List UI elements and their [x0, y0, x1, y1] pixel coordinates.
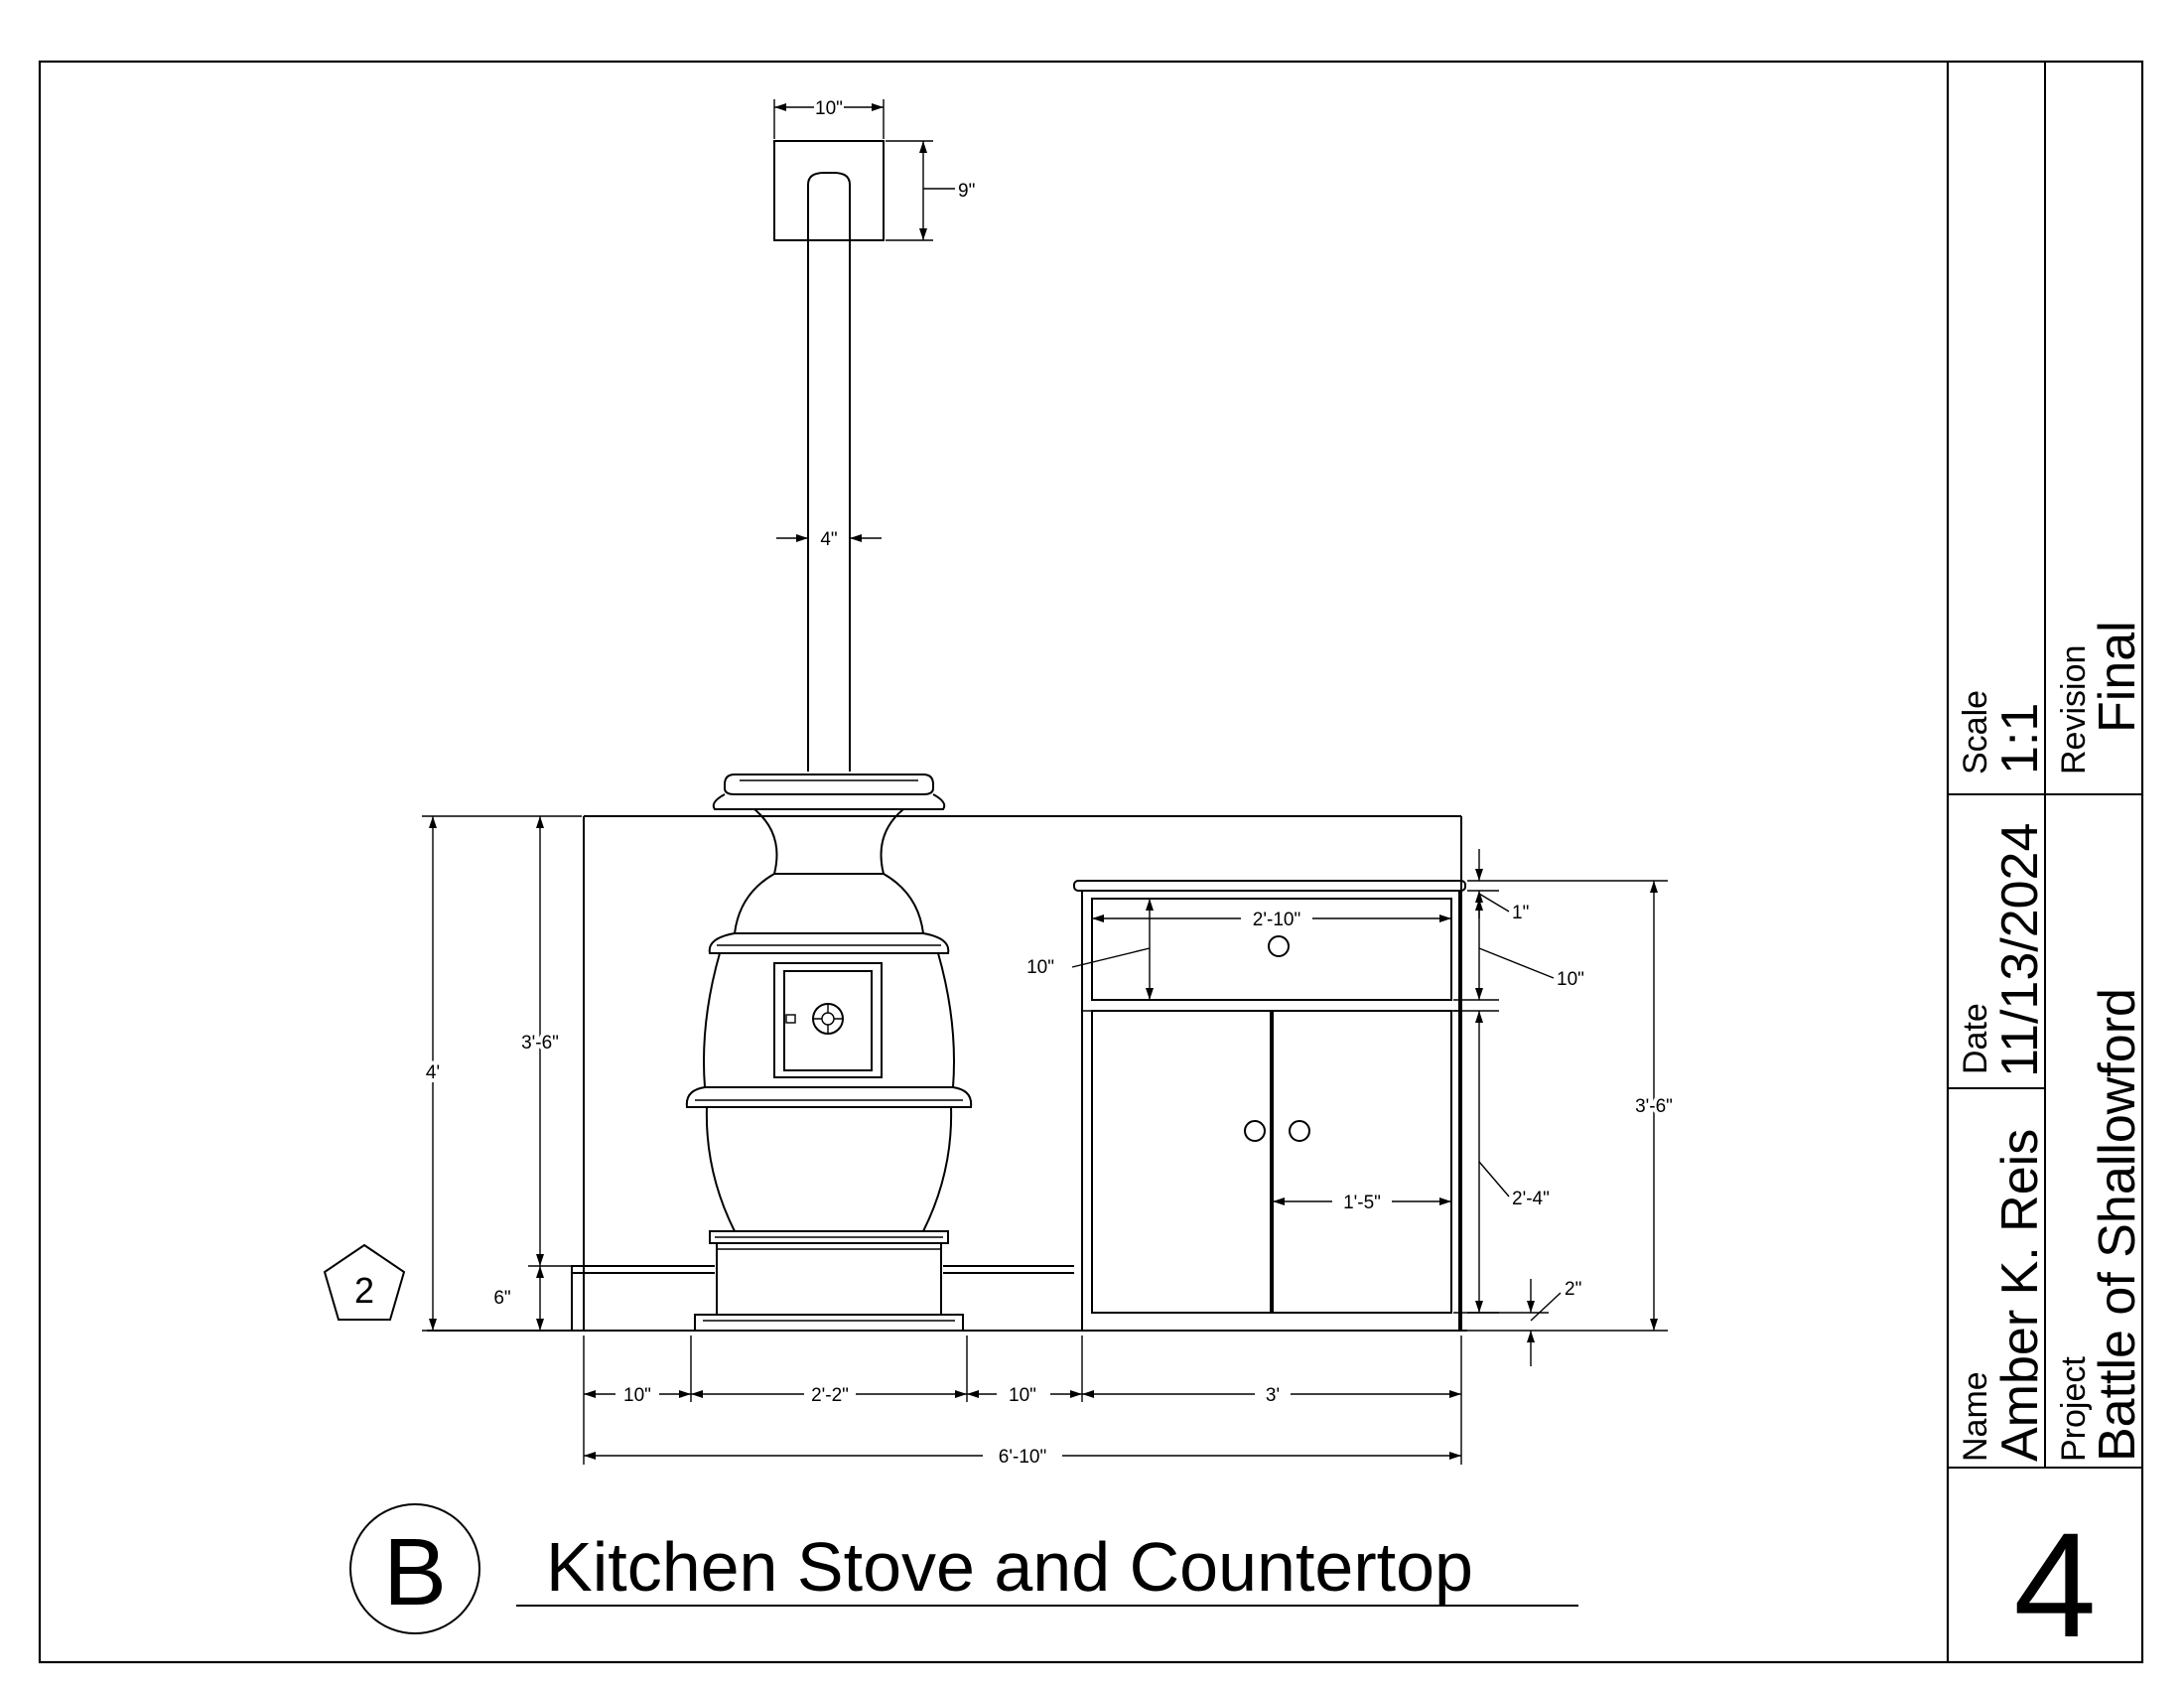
countertop [1073, 880, 1466, 892]
stove-damper-inner [821, 1012, 835, 1026]
dim-door-height: 2'-4" [1512, 1189, 1550, 1209]
dim-counter-height: 3'-6" [1635, 1096, 1673, 1117]
sheet-number: 4 [2013, 1501, 2096, 1668]
stove-lower-belly [705, 1106, 953, 1232]
chimney-cap [773, 140, 885, 241]
name-label: Name [1957, 1371, 1994, 1462]
dim-left-gap: 10" [623, 1385, 651, 1406]
dim-door-width: 1'-5" [1343, 1193, 1381, 1213]
stove-door-latch [785, 1014, 796, 1024]
scale-value: 1:1 [1991, 703, 2049, 774]
stove-middle-band [685, 1086, 973, 1108]
cabinet-door-left [1091, 1010, 1272, 1314]
dim-kick-height: 2" [1565, 1279, 1581, 1300]
stove-pipe [807, 172, 851, 772]
stove-plinth [694, 1314, 964, 1332]
stove-lower-band [709, 1230, 949, 1244]
elevation-callout-number: 2 [354, 1270, 374, 1311]
date-label: Date [1957, 1003, 1994, 1074]
cabinet-body [1081, 890, 1460, 1332]
dim-height-total: 4' [426, 1062, 440, 1083]
dim-cap-width: 10" [815, 98, 843, 119]
stove-door-frame [773, 962, 883, 1078]
dim-overall-width: 6'-10" [999, 1447, 1046, 1468]
dim-counter-width: 3' [1266, 1385, 1280, 1406]
dim-pipe-width: 4" [820, 529, 837, 550]
elevation-callout-pentagon [323, 1243, 406, 1321]
dim-counter-top-thickness: 1" [1512, 903, 1529, 923]
stove-upper-band [708, 932, 950, 954]
stove-base [716, 1242, 942, 1316]
project-label: Project [2055, 1356, 2093, 1462]
revision-value: Final [2089, 621, 2146, 733]
view-marker-circle [349, 1503, 480, 1634]
view-letter: B [383, 1519, 447, 1625]
dim-cap-height: 9" [958, 181, 975, 202]
pot-belly-stove [685, 774, 973, 1332]
dim-drawer-width: 2'-10" [1253, 910, 1300, 930]
dim-stove-width: 2'-2" [811, 1385, 849, 1406]
revision-label: Revision [2055, 645, 2093, 774]
stove-upper-bowl [734, 873, 924, 934]
stove-door [783, 970, 873, 1071]
drawer-front [1091, 898, 1452, 1001]
stove-firebox [703, 952, 955, 1088]
dim-mid-gap: 10" [1009, 1385, 1036, 1406]
stove-neck [753, 808, 904, 875]
cabinet-door-right [1272, 1010, 1452, 1314]
counter-cabinet [1073, 880, 1466, 1332]
door-knob-left [1244, 1120, 1266, 1142]
dim-height-base: 6" [493, 1288, 510, 1309]
view-title: Kitchen Stove and Countertop [546, 1528, 1473, 1606]
drawer-knob [1268, 935, 1290, 957]
dim-height-stove: 3'-6" [521, 1033, 559, 1054]
door-knob-right [1289, 1120, 1310, 1142]
dim-drawer-height-left: 10" [1026, 957, 1054, 978]
stove-top-collar [712, 793, 946, 810]
stove-top-lip [724, 774, 934, 795]
project-value: Battle of Shallowford [2089, 988, 2146, 1462]
sheet-border [38, 60, 2144, 1664]
name-value: Amber K. Reis [1991, 1129, 2049, 1462]
date-value: 11/13/2024 [1991, 823, 2049, 1077]
dim-drawer-height-right: 10" [1557, 969, 1584, 990]
scale-label: Scale [1957, 690, 1994, 774]
